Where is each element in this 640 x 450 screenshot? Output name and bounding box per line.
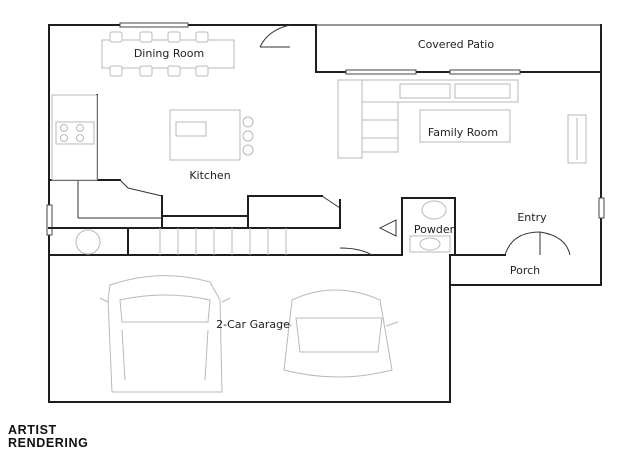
windows <box>46 22 605 236</box>
kitchen-counter <box>51 94 98 181</box>
caption-line-1: ARTIST <box>8 423 57 437</box>
label-covered-patio: Covered Patio <box>418 38 494 51</box>
label-porch: Porch <box>510 264 540 277</box>
sectional-sofa <box>337 79 519 159</box>
stairs <box>159 228 287 255</box>
label-dining-room: Dining Room <box>134 47 204 60</box>
car-outline <box>279 289 399 378</box>
artist-rendering-caption: ARTIST RENDERING <box>8 424 88 450</box>
kitchen-island <box>169 109 254 161</box>
dining-table <box>101 31 235 77</box>
powder-fixtures <box>409 200 451 253</box>
caption-line-2: RENDERING <box>8 436 89 450</box>
label-entry: Entry <box>517 211 547 224</box>
label-powder: Powder <box>414 223 455 236</box>
label-garage: 2-Car Garage <box>216 318 290 331</box>
tv-console <box>567 114 587 164</box>
suv-outline <box>99 275 231 393</box>
doors <box>259 24 571 256</box>
label-family-room: Family Room <box>428 126 498 139</box>
label-kitchen: Kitchen <box>189 169 230 182</box>
water-heater <box>75 229 101 255</box>
